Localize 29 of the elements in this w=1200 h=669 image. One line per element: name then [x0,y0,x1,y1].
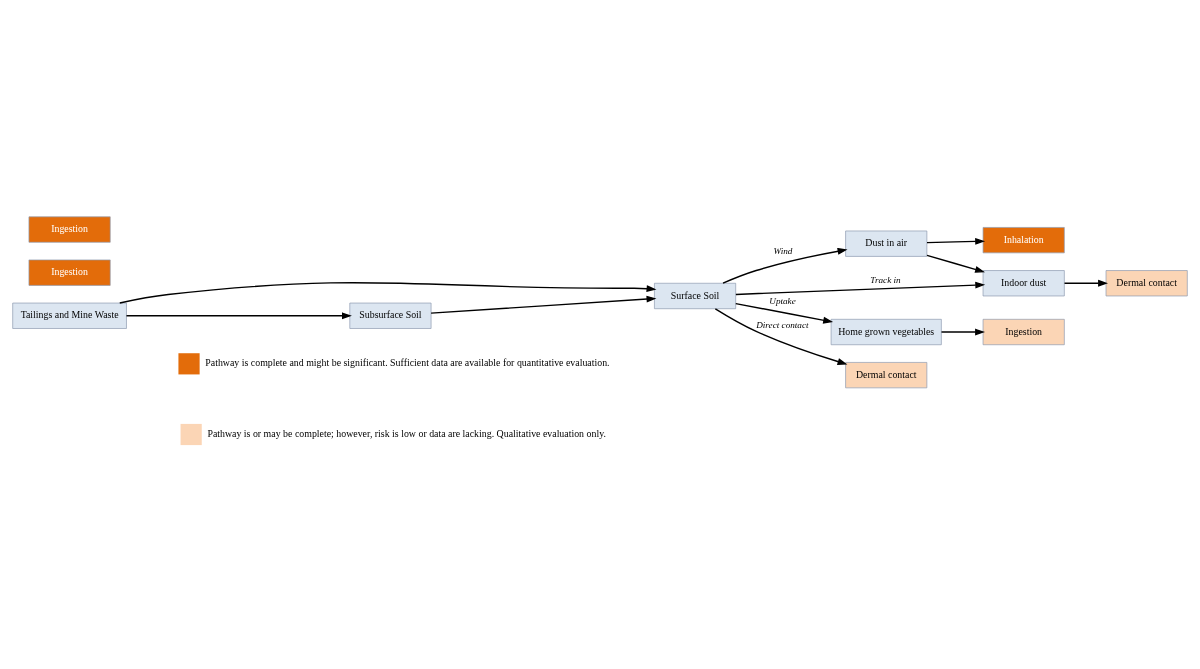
arrow [926,254,985,273]
node-box: Home grown vegetables [830,318,942,346]
legend-label: Pathway is complete and might be significant. Sufficient data are available for quantitative evaluation. [205,357,610,369]
node-box: Tailings and Mine Waste [12,302,127,329]
arrow [714,308,848,365]
node-box: Ingestion [28,259,111,286]
arrow [430,295,657,314]
arrow [940,328,985,336]
arrow [735,281,986,296]
node-box: Dust in air [845,230,928,257]
arrow [125,312,352,320]
arrow [735,302,834,324]
node-box: Indoor dust [982,270,1065,297]
node-box: Subsurface Soil [349,302,432,329]
edge-label: Uptake [769,296,796,307]
edge-label: Wind [773,245,793,256]
legend-label: Pathway is or may be complete; however, risk is low or data are lacking. Qualitative evaluation only. [207,428,606,440]
node-box: Ingestion [982,318,1065,346]
arrow [722,247,848,284]
node-box: Ingestion [28,216,111,243]
node-box: Dermal contact [845,362,928,389]
node-box: Dermal contact [1105,270,1188,297]
edge-label: Direct contact [756,320,809,331]
edge-label: Track in [870,274,901,285]
arrow [119,281,657,304]
arrow [926,237,986,245]
arrow [1063,279,1108,287]
node-box: Surface Soil [654,282,737,310]
node-box: Inhalation [982,227,1065,254]
